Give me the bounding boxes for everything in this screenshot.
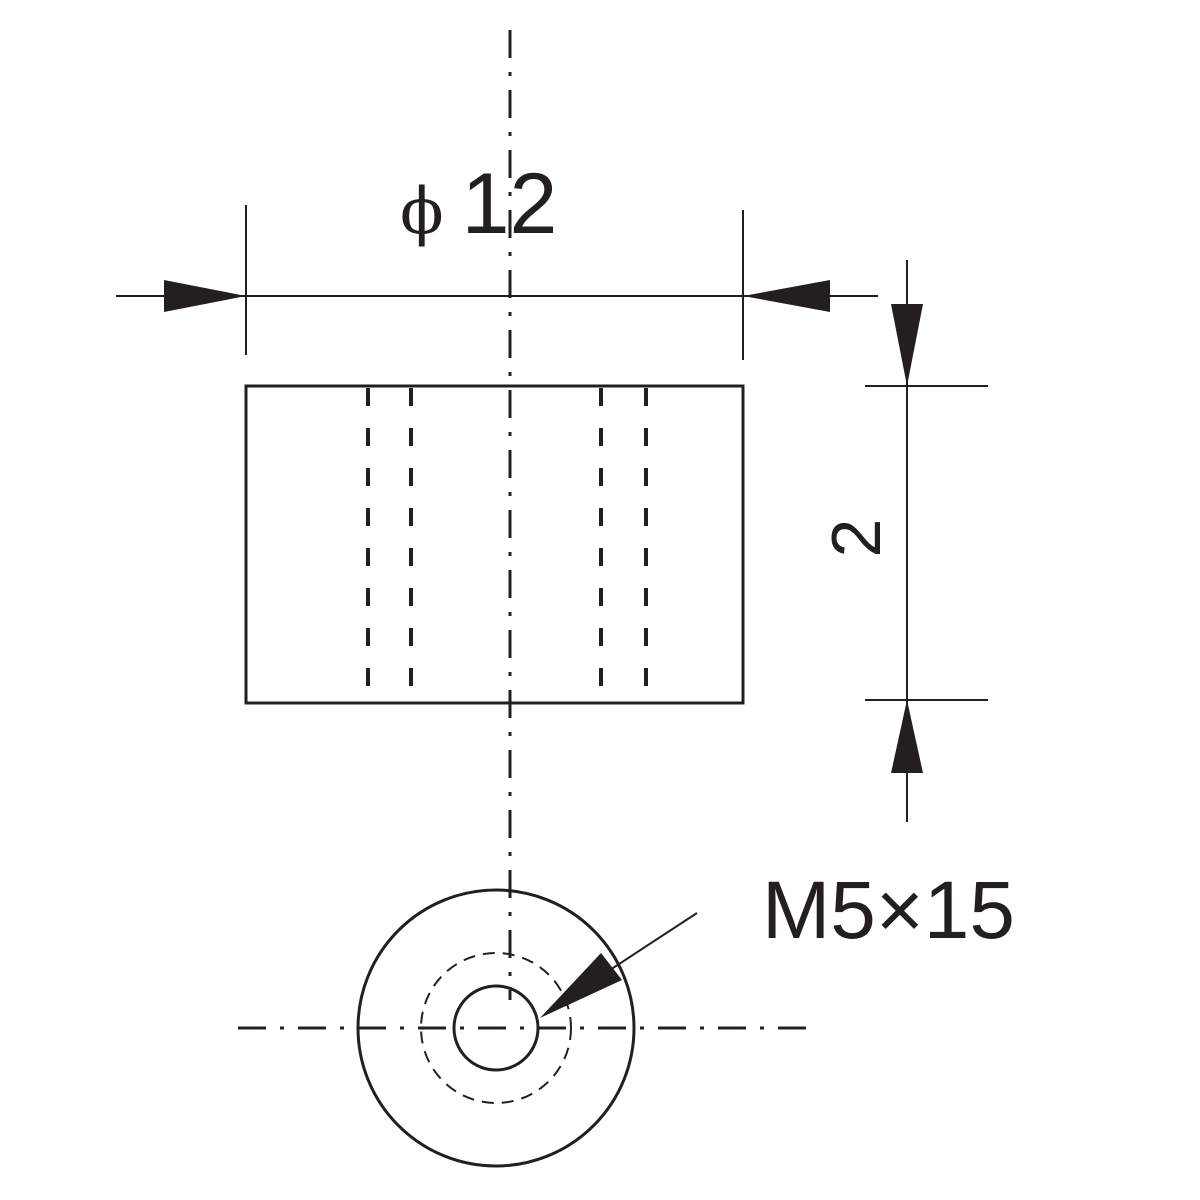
diameter-symbol: ϕ [400,175,444,249]
thread-leader-arrow [540,953,622,1018]
front-view [244,384,745,705]
thread-callout: M5×15 [540,865,1015,1018]
height-label: 2 [817,519,895,558]
diameter-arrow-right [743,280,830,312]
bore-circle [452,984,540,1072]
diameter-value: 12 [462,156,558,252]
top-view [238,888,808,1168]
height-arrow-bottom [891,700,923,773]
front-view-outline [244,384,745,705]
thread-hidden-circle [420,952,572,1104]
outer-circle [356,888,636,1168]
diameter-arrow-left [164,280,246,312]
thread-label: M5×15 [762,865,1015,956]
height-arrow-top [891,304,923,386]
height-dimension: 2 [817,260,988,822]
